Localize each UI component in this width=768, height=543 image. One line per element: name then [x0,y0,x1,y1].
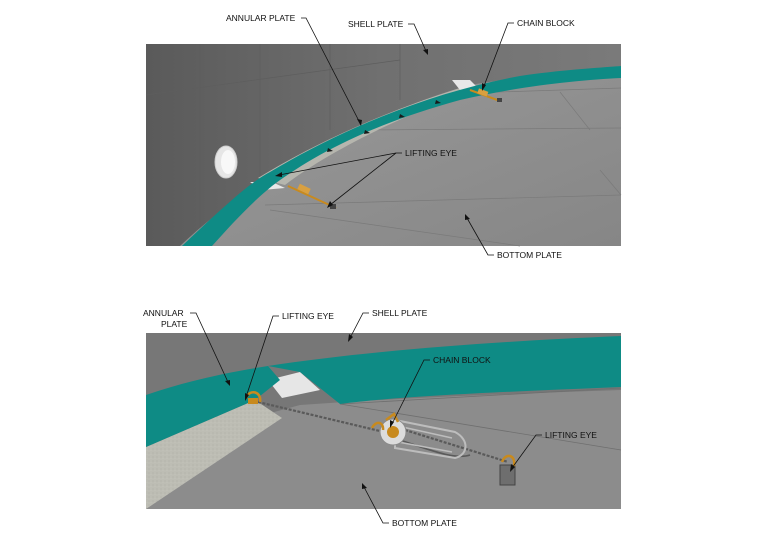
top-annular-strip [258,88,470,185]
bottom-label-annular-line1: ANNULAR [143,308,184,318]
bottom-label-bottom-plate: BOTTOM PLATE [392,518,457,528]
top-panel: ANNULAR PLATE SHELL PLATE CHAIN BLOCK LI… [145,13,622,260]
top-annular-plate-band [182,66,621,246]
bottom-chain-block [370,412,467,460]
top-wedges [327,100,441,152]
bottom-chain [257,400,509,464]
top-label-shell-plate: SHELL PLATE [348,19,404,29]
bottom-label-lifting-eye-left: LIFTING EYE [282,311,334,321]
bottom-annular-plate-right [268,336,621,404]
bottom-panel: ANNULAR PLATE LIFTING EYE SHELL PLATE CH… [143,308,622,528]
top-chain-right [469,88,502,102]
bottom-label-chain-block: CHAIN BLOCK [433,355,491,365]
bottom-annular-cutout [268,372,320,398]
top-wall-seams [145,44,401,230]
top-label-lifting-eye: LIFTING EYE [405,148,457,158]
bottom-label-annular-line2: PLATE [161,319,188,329]
top-manhole-inner [221,150,235,174]
bottom-annular-strip [146,400,282,509]
top-label-chain-block: CHAIN BLOCK [517,18,575,28]
bottom-floor-seams [339,387,622,451]
top-label-bottom-plate: BOTTOM PLATE [497,250,562,260]
top-chain-left [287,183,337,209]
top-label-annular-plate: ANNULAR PLATE [226,13,296,23]
bottom-annular-plate-left [146,366,280,447]
bottom-label-lifting-eye-right: LIFTING EYE [545,430,597,440]
top-bottom-plate-floor [180,66,621,246]
bottom-label-shell-plate: SHELL PLATE [372,308,428,318]
